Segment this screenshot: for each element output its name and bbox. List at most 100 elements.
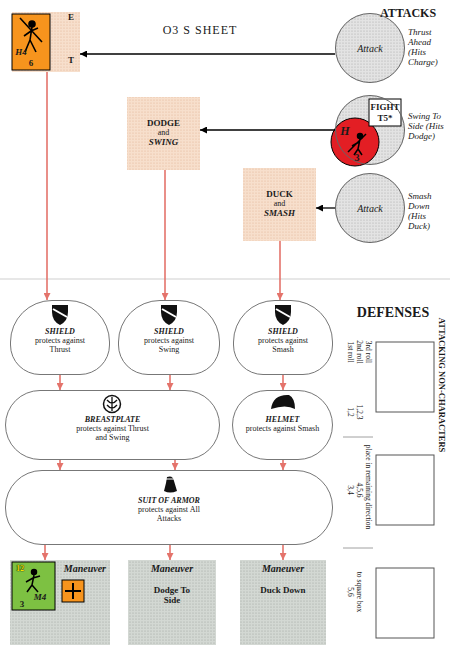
node-heading: E: [68, 13, 74, 23]
node-text: protects against Smash: [247, 337, 319, 355]
node-text: and: [274, 200, 286, 209]
node-heading: HELMET: [266, 416, 300, 425]
chart-label: 3: [355, 153, 360, 163]
node-text: Dodge To Side: [145, 586, 199, 606]
connector-arrow: [80, 53, 335, 54]
node-text: and: [158, 129, 170, 138]
chart-label: H4: [15, 48, 27, 57]
connector-arrow: [282, 375, 284, 390]
armor-band: SUIT OF ARMORprotects against All Attack…: [5, 470, 333, 545]
armor-icon: [164, 477, 177, 493]
connector-arrow: [59, 375, 61, 390]
node-heading: Swing To Side (Hits Dodge): [408, 112, 446, 142]
node-heading: Attack: [357, 43, 383, 54]
connector-arrow: [282, 460, 284, 470]
unit-counter: [12, 14, 50, 70]
maneuver-square: ManeuverDodge To Side: [128, 560, 216, 645]
shield-box: SHIELDprotects against Thrust: [10, 300, 110, 375]
chart-label: 3rd roll: [364, 341, 372, 363]
shield-icon: [161, 305, 177, 325]
chart-label: 3: [20, 600, 25, 609]
chart-label: 2nd roll: [355, 340, 363, 364]
maneuver-square: Maneuver: [10, 560, 110, 645]
node-heading: SHIELD: [45, 328, 75, 337]
node-text: protects against Thrust: [24, 337, 96, 355]
armor-band: BREASTPLATEprotects against Thrust and S…: [5, 390, 220, 460]
connector-arrow: [169, 545, 171, 560]
attack-circle: AttackThrust Ahead (Hits Charge): [335, 13, 405, 83]
attack-circle: AttackSmash Down (Hits Duck): [335, 173, 405, 243]
chart-label: 12: [16, 565, 24, 573]
shield-box: SHIELDprotects against Swing: [118, 300, 220, 375]
helmet-icon: [271, 395, 295, 409]
node-text: Thrust Ahead (Hits Charge): [408, 28, 446, 68]
shield-box: SHIELDprotects against Smash: [233, 300, 333, 375]
marker-chit: [369, 99, 401, 126]
chart-label: 5,6: [346, 587, 354, 596]
chart-label: 1,2,3: [355, 405, 363, 420]
sheet-seam: [0, 279, 450, 280]
connector-arrow: [46, 72, 48, 300]
shield-icon: [52, 305, 68, 325]
node-text: protects against Smash: [246, 425, 319, 434]
chart-label: 3,4: [346, 485, 354, 494]
node-text: protects against All Attacks: [127, 506, 211, 524]
cross-symbol: [65, 583, 81, 599]
maneuver-box: DUCKandSMASH: [243, 168, 316, 241]
chart-label: 4,5,6: [355, 483, 363, 498]
node-heading: SUIT OF ARMOR: [138, 497, 200, 506]
attack-box: ET: [12, 12, 80, 72]
circle-fill: [335, 173, 405, 243]
chart-label: 1st roll: [346, 341, 354, 362]
section-heading: DEFENSES: [357, 306, 429, 320]
maneuver-fill: [128, 560, 216, 645]
circle-fill: [335, 95, 405, 165]
chart-label: 1,2: [346, 407, 354, 416]
node-text: Duck Down: [260, 586, 305, 596]
armor-band: HELMETprotects against Smash: [232, 390, 333, 460]
chart-label: to square box: [355, 572, 363, 612]
node-heading: DUCK: [266, 190, 293, 200]
node-text: protects against Swing: [133, 337, 205, 355]
box-fill: [127, 97, 200, 170]
connector-arrow: [282, 545, 284, 560]
node-text: protects against Thrust and Swing: [71, 425, 155, 443]
chart-label: O3 S SHEET: [163, 24, 238, 36]
chart-label: FIGHT: [370, 103, 399, 112]
node-heading: Maneuver: [262, 563, 304, 574]
node-heading: SHIELD: [154, 328, 184, 337]
unit-counter: [12, 562, 55, 610]
chart-label: M4: [34, 593, 47, 602]
connector-arrow: [44, 545, 46, 560]
box-fill: [12, 12, 80, 72]
connector-arrow: [200, 129, 335, 130]
connector-arrow: [169, 375, 171, 390]
marker-chit: [62, 580, 84, 602]
warrior-figure: [348, 134, 366, 156]
node-heading: BREASTPLATE: [85, 416, 141, 425]
chart-label: ATTACKING NON-CHARACTERS: [438, 318, 447, 453]
placement-square: [376, 455, 434, 525]
node-heading: Maneuver: [64, 563, 106, 574]
table-rule: [343, 437, 373, 548]
maneuver-fill: [10, 560, 110, 645]
section-heading: ATTACKS: [380, 7, 436, 19]
shield-icon: [275, 305, 291, 325]
chart-label: T5*: [377, 114, 392, 123]
connector-arrow: [164, 170, 166, 300]
maneuver-fill: [240, 560, 326, 645]
chart-label: 6: [29, 59, 34, 68]
connector-arrow: [279, 241, 281, 300]
node-text: SMASH: [264, 209, 295, 219]
node-heading: DODGE: [147, 119, 180, 129]
circle-fill: [335, 13, 405, 83]
box-fill: [243, 168, 316, 241]
connector-arrow: [59, 460, 61, 470]
maneuver-square: ManeuverDuck Down: [240, 560, 326, 645]
connector-arrow: [316, 207, 335, 208]
unit-counter: [331, 118, 379, 166]
chart-label: H: [340, 125, 349, 137]
